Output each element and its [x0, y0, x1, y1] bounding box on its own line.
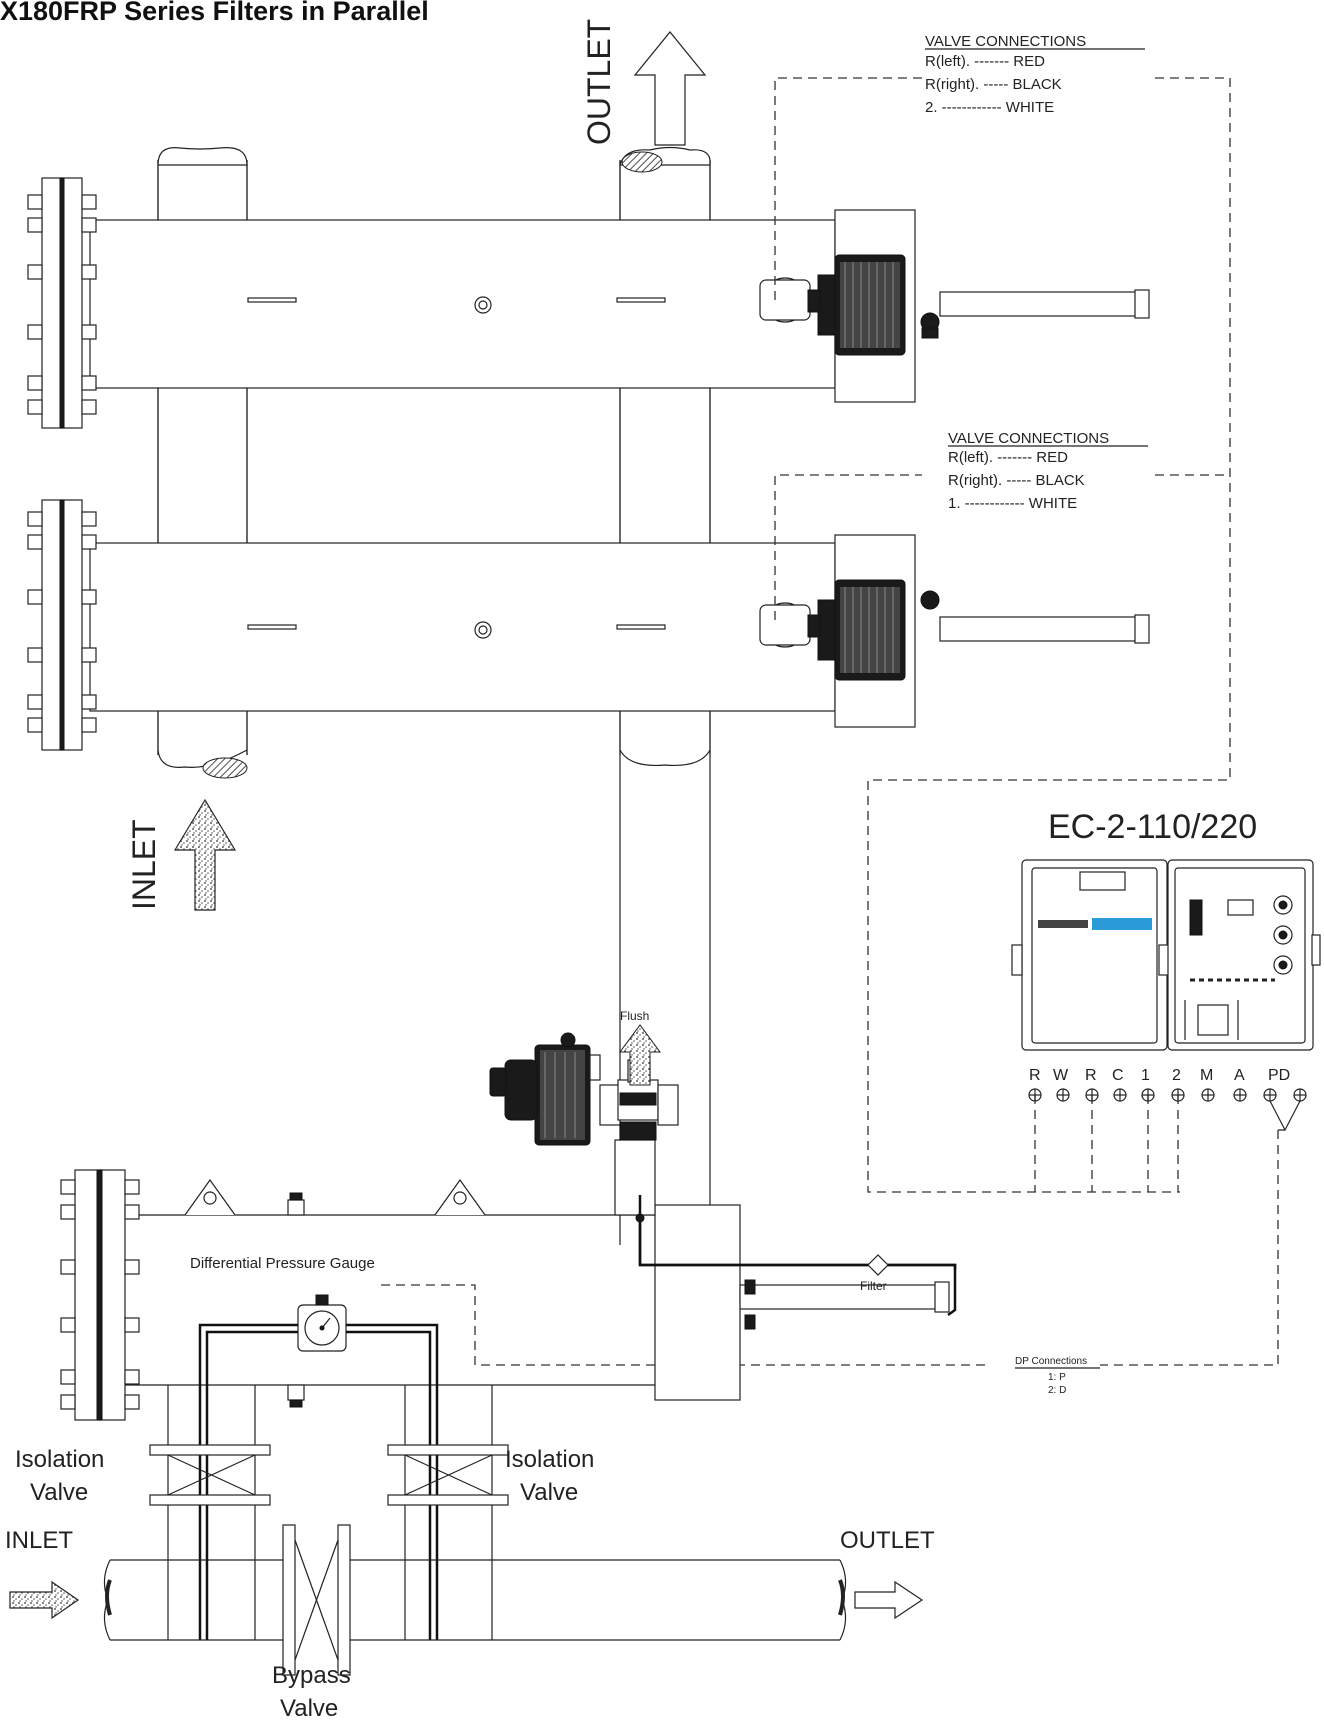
wiring-dashed: [378, 77, 1279, 1366]
pressure-gauge-icon: [297, 1294, 347, 1352]
filter-icon: [867, 1254, 889, 1276]
terminal-label-m: M: [1200, 1067, 1213, 1084]
vc1-heading: VALVE CONNECTIONS: [925, 33, 1086, 50]
terminal-label-a: A: [1234, 1067, 1245, 1084]
dp-connection-p: 1: P: [1048, 1372, 1066, 1383]
side-actuator-tube: [739, 1284, 946, 1310]
filter-housing-1: [89, 219, 836, 389]
vc2-heading: VALVE CONNECTIONS: [948, 430, 1109, 447]
top-inlet-label: INLET: [126, 819, 162, 910]
top-filter-assembly: OUTLET INLET: [27, 19, 1150, 1245]
flush-label: Flush: [620, 1009, 649, 1023]
bottom-outlet-arrow: [854, 1580, 924, 1620]
dp-connections-heading: DP Connections: [1015, 1356, 1087, 1367]
vc2-line2: R(right). ----- BLACK: [948, 472, 1085, 489]
valve-connections-legend-1: VALVE CONNECTIONS R(left). ------- RED R…: [925, 33, 1145, 116]
backwash-valve-2: [759, 579, 1150, 681]
diagram-title: X180FRP Series Filters in Parallel: [0, 0, 429, 26]
terminal-label-w: W: [1053, 1067, 1069, 1084]
outlet-pipe-bottom-cap: [619, 749, 711, 767]
isolation-valve-right-label-2: Valve: [520, 1479, 578, 1506]
isolation-valve-left-label-2: Valve: [30, 1479, 88, 1506]
vc1-line2: R(right). ----- BLACK: [925, 76, 1062, 93]
bypass-valve-label-1: Bypass: [272, 1662, 351, 1689]
flush-valve-assembly: [489, 1032, 679, 1146]
isolation-valve-right-label-1: Isolation: [505, 1446, 594, 1473]
controller-box: EC-2-110/220: [1011, 808, 1321, 1051]
inlet-pipe-top-cap: [157, 147, 248, 166]
controller-logo-right: [1092, 918, 1152, 930]
flush-arrow: [619, 1024, 661, 1086]
vc2-line1: R(left). ------- RED: [948, 449, 1068, 466]
flange-left-2: [27, 499, 97, 751]
dp-connection-d: 2: D: [1048, 1385, 1066, 1396]
terminal-label-2: 2: [1172, 1067, 1181, 1084]
filter-label: Filter: [860, 1279, 887, 1293]
side-end-plate: [654, 1204, 741, 1401]
side-view-assembly: Flush Filter Differential Pressure Gauge…: [9, 1009, 1100, 1676]
isolation-valve-left: [149, 1444, 271, 1506]
terminal-label-r2: R: [1085, 1067, 1097, 1084]
terminal-label-pd: PD: [1268, 1067, 1290, 1084]
valve-connections-legend-2: VALVE CONNECTIONS R(left). ------- RED R…: [948, 430, 1148, 512]
top-outlet-label: OUTLET: [581, 19, 617, 145]
flange-left-1: [27, 177, 97, 429]
isolation-valve-right: [387, 1444, 509, 1506]
dp-gauge-label: Differential Pressure Gauge: [190, 1255, 375, 1272]
isolation-valve-left-label-1: Isolation: [15, 1446, 104, 1473]
housing-2-slot-b: [616, 624, 666, 630]
vc1-line1: R(left). ------- RED: [925, 53, 1045, 70]
vc1-line3: 2. ------------ WHITE: [925, 99, 1054, 116]
top-outlet-arrow: [633, 31, 707, 146]
bottom-outlet-label: OUTLET: [840, 1527, 935, 1554]
housing-1-slot-b: [616, 297, 666, 303]
bypass-valve: [282, 1524, 351, 1676]
bypass-valve-label-2: Valve: [280, 1695, 338, 1722]
controller-logo-left: [1038, 920, 1088, 928]
vc2-line3: 1. ------------ WHITE: [948, 495, 1077, 512]
bottom-inlet-label: INLET: [5, 1527, 73, 1554]
housing-1-slot-a: [247, 297, 297, 303]
bottom-inlet-arrow: [9, 1580, 80, 1620]
controller-terminals: R W R C 1 2 M A PD: [1028, 1067, 1307, 1132]
terminal-label-c: C: [1112, 1067, 1124, 1084]
top-inlet-arrow: [173, 798, 237, 911]
terminal-label-r1: R: [1029, 1067, 1041, 1084]
filter-housing-2: [89, 542, 836, 712]
mounting-lug-1: [184, 1178, 236, 1216]
terminal-label-1: 1: [1141, 1067, 1150, 1084]
mounting-lug-2: [434, 1178, 486, 1216]
controller-panel: [1167, 859, 1314, 1051]
backwash-valve-1: [759, 254, 1150, 356]
controller-title: EC-2-110/220: [1048, 808, 1257, 846]
housing-2-slot-a: [247, 624, 297, 630]
